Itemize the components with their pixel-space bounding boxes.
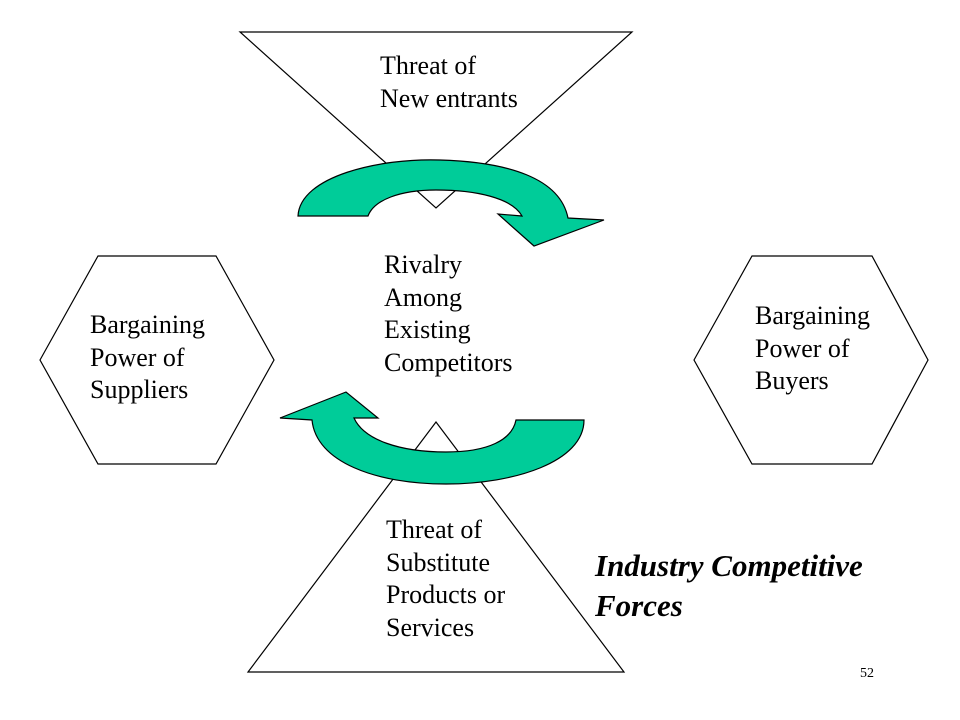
- substitutes-line-1: Threat of: [386, 515, 483, 544]
- buyers-hexagon: [693, 255, 929, 465]
- slide-title: Industry Competitive Forces: [595, 546, 863, 626]
- buyers-line-2: Power of: [755, 333, 850, 363]
- suppliers-line-2: Power of: [90, 342, 185, 372]
- clockwise-arrow-bottom: [279, 391, 585, 485]
- substitutes-line-3: Products or: [386, 580, 506, 609]
- slide-title-line-1: Industry Competitive: [595, 548, 863, 583]
- suppliers-hexagon: [39, 255, 275, 465]
- buyers-line-1: Bargaining: [755, 301, 871, 330]
- slide-title-line-2: Forces: [595, 588, 683, 623]
- substitutes-triangle: [246, 421, 626, 673]
- suppliers-line-3: Suppliers: [90, 375, 189, 404]
- substitutes-line-2: Substitute: [386, 547, 491, 577]
- rivalry-line-1: Rivalry: [384, 250, 462, 279]
- rivalry-line-4: Competitors: [384, 347, 513, 377]
- clockwise-arrow-top: [297, 159, 605, 247]
- rivalry-line-2: Among: [384, 282, 462, 312]
- rivalry-label: Rivalry Among Existing Competitors: [384, 249, 513, 379]
- suppliers-line-1: Bargaining: [90, 310, 206, 339]
- rivalry-line-3: Existing: [384, 315, 471, 344]
- new-entrants-line-1: Threat of: [380, 51, 477, 80]
- new-entrants-triangle: [238, 31, 634, 209]
- buyers-line-3: Buyers: [755, 366, 829, 395]
- substitutes-label: Threat of Substitute Products or Service…: [386, 514, 505, 644]
- buyers-label: Bargaining Power of Buyers: [755, 300, 870, 398]
- substitutes-line-4: Services: [386, 612, 475, 642]
- new-entrants-label: Threat of New entrants: [380, 50, 518, 115]
- new-entrants-line-2: New entrants: [380, 83, 518, 113]
- suppliers-label: Bargaining Power of Suppliers: [90, 309, 205, 407]
- page-number: 52: [860, 666, 874, 681]
